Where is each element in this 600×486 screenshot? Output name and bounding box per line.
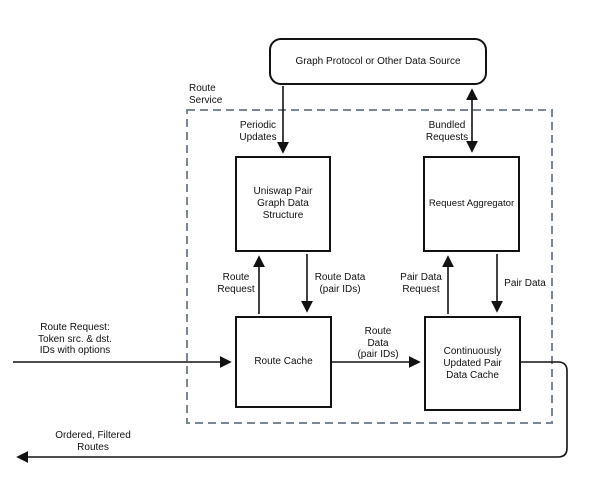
route-service-dashed-boundary xyxy=(186,109,553,424)
edge-label-bundled-requests: Bundled Requests xyxy=(425,120,469,143)
route-service-group-label: Route Service xyxy=(189,83,223,106)
node-uniswap-pair-graph-data-structure: Uniswap Pair Graph Data Structure xyxy=(235,156,331,252)
edge-label-route-data-mid: Route Data (pair IDs) xyxy=(357,326,399,360)
edge-label-pair-data-request: Pair Data Request xyxy=(400,272,442,295)
edge-label-pair-data: Pair Data xyxy=(504,278,546,289)
edge-label-periodic-updates: Periodic Updates xyxy=(239,120,277,143)
output-label-ordered-filtered-routes: Ordered, Filtered Routes xyxy=(55,430,131,453)
node-continuously-updated-pair-data-cache: Continuously Updated Pair Data Cache xyxy=(424,316,521,411)
node-graph-protocol-data-source: Graph Protocol or Other Data Source xyxy=(269,38,487,85)
input-label-route-request: Route Request: Token src. & dst. IDs wit… xyxy=(38,322,112,356)
edge-label-route-request: Route Request xyxy=(217,272,255,295)
edge-label-route-data-pair-ids: Route Data (pair IDs) xyxy=(314,272,366,295)
node-request-aggregator: Request Aggregator xyxy=(423,156,520,252)
arrow-output-routes xyxy=(16,361,568,463)
node-route-cache: Route Cache xyxy=(235,316,332,408)
